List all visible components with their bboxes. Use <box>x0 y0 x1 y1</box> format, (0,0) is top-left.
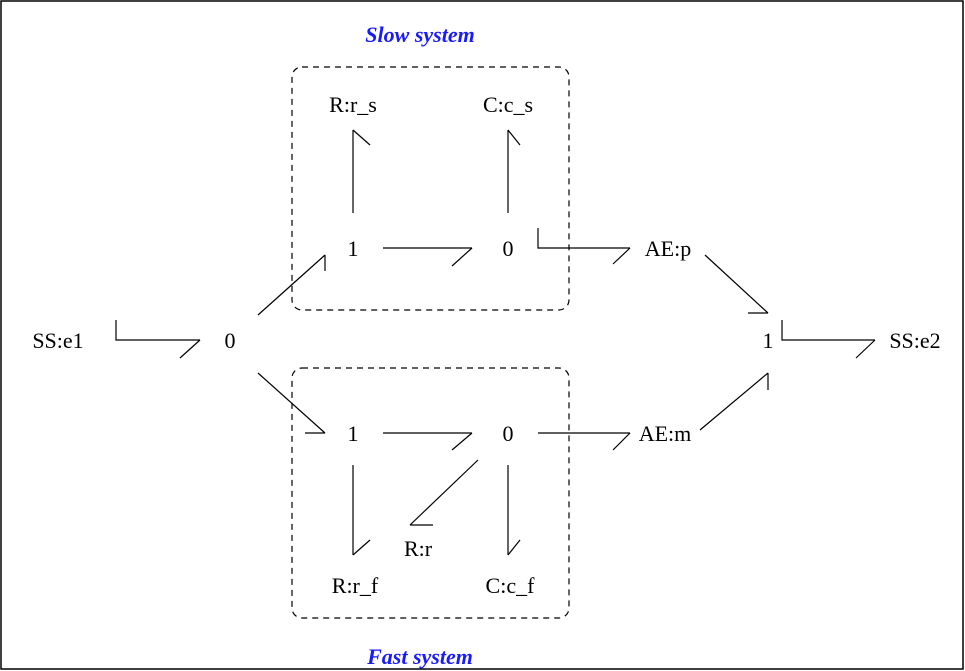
fast-system-box <box>291 367 570 619</box>
bond-zero-slow-aep <box>537 228 631 265</box>
node-one-fast: 1 <box>348 421 359 446</box>
node-zero-junction: 0 <box>225 328 236 353</box>
node-ss-e2: SS:e2 <box>889 328 940 353</box>
node-ss-e1: SS:e1 <box>32 328 83 353</box>
fast-system-title: Fast system <box>366 644 473 669</box>
slow-system-box <box>291 66 570 311</box>
node-c-cs: C:c_s <box>483 92 533 117</box>
bond-zero-slow-cs <box>507 129 521 213</box>
node-ae-p: AE:p <box>645 236 691 261</box>
bond-one-zero-fast <box>383 432 473 451</box>
node-ae-m: AE:m <box>639 421 692 446</box>
bond-zero-one-slow <box>257 254 326 316</box>
node-r-rf: R:r_f <box>332 573 379 598</box>
slow-system-title: Slow system <box>365 22 474 47</box>
bond-sse1-zero <box>115 320 201 359</box>
bond-one-slow-rs <box>352 129 371 213</box>
node-one-slow: 1 <box>348 236 359 261</box>
node-c-cf: C:c_f <box>486 573 536 598</box>
node-zero-fast: 0 <box>503 421 514 446</box>
bond-aem-one-right <box>699 372 769 431</box>
bond-aep-one-right <box>704 254 769 314</box>
bond-zero-one-fast <box>257 372 326 434</box>
bond-zero-fast-rr <box>409 459 479 526</box>
node-one-right: 1 <box>763 328 774 353</box>
bond-one-fast-rf <box>352 465 371 556</box>
node-r-rs: R:r_s <box>329 92 377 117</box>
bond-zero-fast-aem <box>538 432 631 451</box>
bond-one-right-sse2 <box>781 320 876 359</box>
node-r-r: R:r <box>404 536 433 561</box>
bond-zero-fast-cf <box>507 465 521 556</box>
bond-one-zero-slow <box>383 247 473 267</box>
node-zero-slow: 0 <box>503 236 514 261</box>
